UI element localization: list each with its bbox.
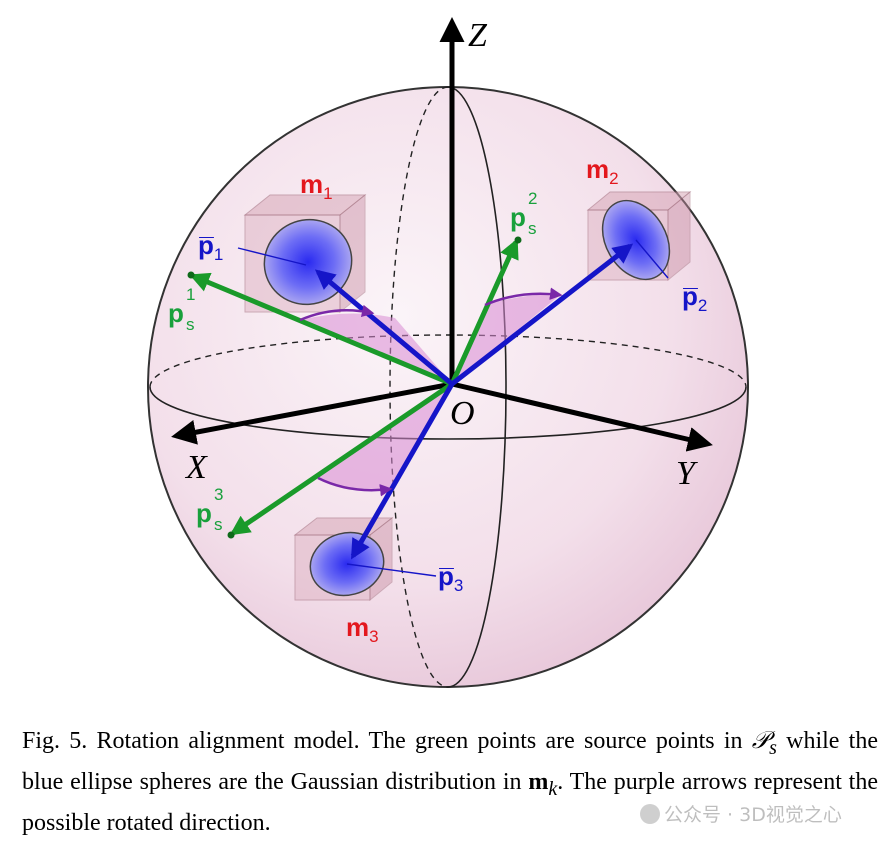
y-axis — [451, 381, 713, 452]
mean-arrow-2 — [450, 243, 634, 386]
mean-arrow-3 — [350, 382, 455, 560]
z-axis-label: Z — [468, 17, 488, 54]
svg-text:p: p — [510, 202, 526, 232]
model-label-2: m2 — [586, 154, 619, 188]
source-arrow-3 — [229, 381, 454, 536]
svg-text:1: 1 — [186, 285, 195, 304]
figure-number: Fig. 5. — [22, 728, 88, 754]
svg-text:2: 2 — [528, 189, 537, 208]
equator-front — [149, 386, 747, 440]
rotation-arc-2 — [484, 287, 563, 307]
model-label-3: m3 — [346, 612, 379, 646]
source-arrow-2 — [449, 238, 519, 386]
caption-text-3: . The purple arrows represent the possib… — [22, 768, 878, 836]
equator-back — [149, 334, 747, 388]
svg-text:s: s — [214, 515, 223, 534]
rotation-alignment-figure: Z X Y O m1 m2 m3 p̅1 p̅2 p̅3 p 1 s p 2 s… — [147, 17, 749, 688]
watermark: 公众号 · 3D视觉之心 — [640, 800, 842, 827]
svg-text:p: p — [196, 498, 212, 528]
model-box-1 — [243, 193, 367, 314]
model-symbol-sub: k — [548, 777, 558, 800]
svg-text:s: s — [186, 315, 195, 334]
caption-text-2: while the blue ellipse spheres are the G… — [22, 728, 878, 795]
source-point-1 — [187, 271, 195, 279]
x-axis — [171, 381, 453, 445]
source-arrow-1 — [189, 272, 453, 387]
source-point-3 — [227, 531, 235, 539]
leader-line-1 — [237, 247, 307, 266]
leader-line-3 — [346, 563, 437, 577]
leader-line-2 — [635, 239, 669, 279]
rotation-arc-3 — [317, 476, 393, 497]
source-label-1: p 1 s — [168, 285, 195, 334]
origin-label: O — [450, 395, 475, 432]
figure-caption: Fig. 5. Rotation alignment model. The gr… — [22, 724, 878, 840]
mean-label-2: p̅2 — [682, 281, 707, 315]
model-label-1: m1 — [300, 169, 333, 203]
mean-label-1: p̅1 — [198, 230, 223, 264]
meridian-front — [447, 86, 507, 688]
watermark-logo-icon — [640, 804, 660, 824]
source-label-3: p 3 s — [196, 485, 223, 534]
model-symbol: m — [528, 768, 549, 795]
model-box-3 — [293, 516, 394, 602]
mean-arrow-1 — [314, 269, 454, 386]
point-set-symbol: 𝒫s — [751, 728, 777, 759]
rotation-wedge-3 — [318, 384, 452, 489]
source-point-2 — [514, 236, 522, 244]
y-axis-label: Y — [676, 455, 698, 492]
svg-text:s: s — [528, 219, 537, 238]
svg-text:p: p — [168, 298, 184, 328]
rotation-arc-1 — [299, 304, 375, 322]
meridian-back — [389, 86, 449, 688]
x-axis-label: X — [184, 449, 208, 486]
caption-text-1: Rotation alignment model. The green poin… — [87, 728, 752, 754]
mean-label-3: p̅3 — [438, 561, 463, 595]
source-label-2: p 2 s — [510, 189, 537, 238]
svg-text:3: 3 — [214, 485, 223, 504]
